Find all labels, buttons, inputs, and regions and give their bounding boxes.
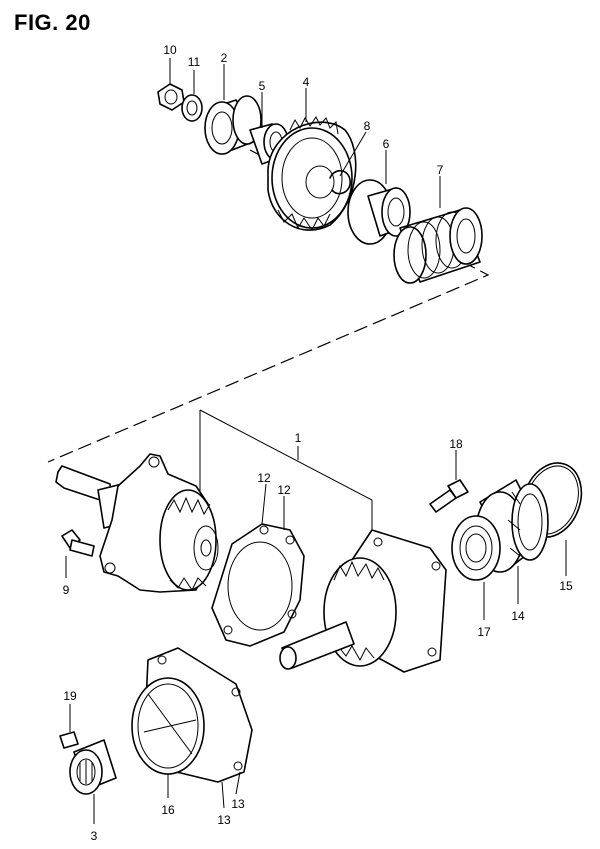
leader-lines bbox=[65, 58, 567, 824]
figure-title: FIG. 20 bbox=[14, 10, 91, 35]
callout-8: 8 bbox=[364, 119, 371, 133]
callout-16: 16 bbox=[161, 803, 175, 817]
callout-19: 19 bbox=[63, 689, 77, 703]
part-6-collar bbox=[347, 179, 411, 245]
callout-7: 7 bbox=[437, 163, 444, 177]
part-4-bevel-gear bbox=[267, 116, 357, 231]
callout-10: 10 bbox=[163, 43, 177, 57]
callout-12-left: 12 bbox=[257, 471, 271, 485]
callout-1: 1 bbox=[295, 431, 302, 445]
part-17-oil-seal bbox=[451, 515, 501, 581]
callout-13-left: 13 bbox=[217, 813, 231, 827]
callout-5: 5 bbox=[259, 79, 266, 93]
part-18-bolt bbox=[429, 479, 469, 513]
callout-13-right: 13 bbox=[231, 797, 245, 811]
callout-4: 4 bbox=[303, 75, 310, 89]
callout-6: 6 bbox=[383, 137, 390, 151]
callout-12-right: 12 bbox=[277, 483, 291, 497]
callout-11: 11 bbox=[188, 55, 201, 69]
part-16-cover bbox=[131, 677, 205, 775]
callout-15: 15 bbox=[559, 579, 573, 593]
part-8-circlip bbox=[329, 169, 351, 195]
part-12-gasket bbox=[211, 523, 305, 647]
callout-18: 18 bbox=[449, 437, 463, 451]
callout-labels: 10 11 2 5 4 8 6 7 1 18 12 12 9 15 14 17 … bbox=[63, 43, 573, 843]
callout-2: 2 bbox=[221, 51, 228, 65]
part-19-pin bbox=[59, 731, 79, 749]
callout-9: 9 bbox=[63, 583, 70, 597]
part-1-pinion-housing bbox=[55, 453, 219, 593]
part-7-spring bbox=[393, 207, 483, 284]
part-14-retainer bbox=[475, 479, 549, 573]
part-3-needle-bearing bbox=[69, 739, 117, 795]
part-11-washer bbox=[181, 94, 203, 122]
callout-14: 14 bbox=[511, 609, 525, 623]
part-2-bearing bbox=[204, 95, 262, 155]
callout-3: 3 bbox=[91, 829, 98, 843]
upper-boundary-line bbox=[47, 149, 490, 463]
callout-17: 17 bbox=[477, 625, 491, 639]
part-9-bolt bbox=[61, 529, 95, 557]
part-1-gear-housing bbox=[279, 529, 447, 673]
part-10-nut bbox=[157, 83, 185, 111]
